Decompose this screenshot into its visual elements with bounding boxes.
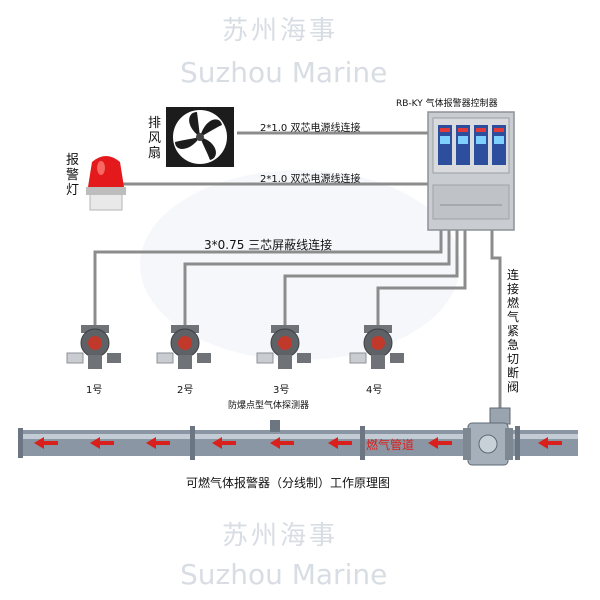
flow-arrows bbox=[34, 437, 562, 449]
flow-arrow-icon bbox=[428, 437, 452, 449]
wiring bbox=[93, 131, 502, 412]
detector-1-wire bbox=[93, 228, 443, 325]
flow-arrow-icon bbox=[212, 437, 236, 449]
shutoff-valve bbox=[463, 407, 513, 466]
flow-arrow-icon bbox=[538, 437, 562, 449]
detector-2-wire bbox=[183, 228, 451, 325]
valve-wire bbox=[490, 228, 502, 412]
detector-2-label: 2号 bbox=[177, 385, 194, 396]
alarm-light-label: 报警灯 bbox=[66, 153, 80, 198]
fan-cable-label: 2*1.0 双芯电源线连接 bbox=[260, 123, 361, 134]
detector-3-label: 3号 bbox=[273, 385, 290, 396]
controller-displays bbox=[438, 125, 506, 165]
alarm-light bbox=[86, 156, 126, 211]
controller-title: RB-KY 气体报警器控制器 bbox=[396, 99, 498, 109]
flow-arrow-icon bbox=[146, 437, 170, 449]
detector-1-label: 1号 bbox=[86, 385, 103, 396]
detector-cable-label: 3*0.75 三芯屏蔽线连接 bbox=[204, 238, 333, 252]
pipe-label: 燃气管道 bbox=[366, 438, 415, 452]
light-cable-label: 2*1.0 双芯电源线连接 bbox=[260, 174, 361, 185]
controller-cabinet bbox=[427, 111, 515, 231]
flow-arrow-icon bbox=[34, 437, 58, 449]
detector-3-wire bbox=[283, 228, 459, 325]
pipe-fitting bbox=[270, 420, 280, 432]
valve-label: 连接燃气紧急切断阀 bbox=[507, 268, 520, 394]
detector-4-label: 4号 bbox=[366, 385, 383, 396]
detector-4-wire bbox=[376, 228, 467, 325]
detector-4 bbox=[349, 325, 404, 369]
flow-arrow-icon bbox=[90, 437, 114, 449]
detector-2 bbox=[156, 325, 211, 369]
flow-arrow-icon bbox=[270, 437, 294, 449]
flow-arrow-icon bbox=[328, 437, 352, 449]
diagram-title: 可燃气体报警器（分线制）工作原理图 bbox=[186, 476, 391, 490]
detector-1 bbox=[66, 325, 121, 369]
detector-caption: 防爆点型气体探测器 bbox=[228, 401, 310, 411]
exhaust-fan bbox=[166, 107, 234, 167]
fan-label: 排风扇 bbox=[148, 116, 162, 161]
detector-3 bbox=[256, 325, 311, 369]
